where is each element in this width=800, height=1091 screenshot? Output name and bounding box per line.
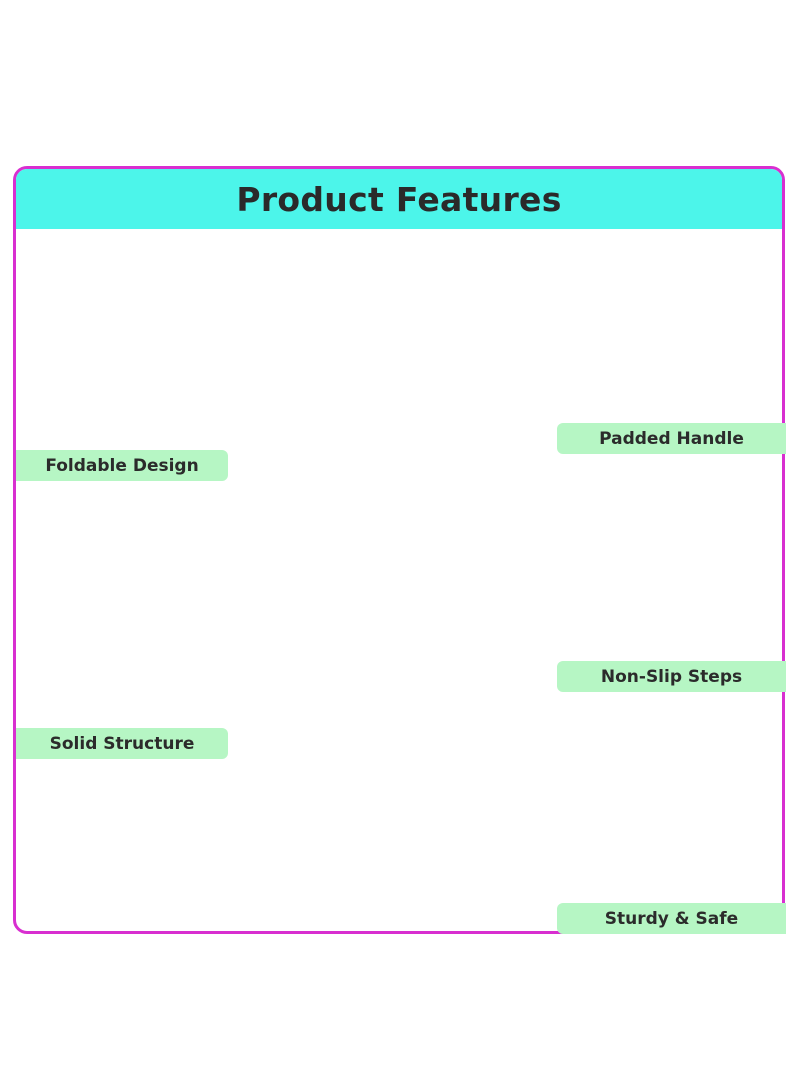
solid-structure-label: Solid Structure	[16, 728, 228, 759]
title-banner: Product Features	[16, 169, 782, 229]
sturdy-safe-label: Sturdy & Safe	[557, 903, 786, 934]
page-title: Product Features	[236, 179, 562, 219]
foldable-design-label: Foldable Design	[16, 450, 228, 481]
non-slip-steps-label: Non-Slip Steps	[557, 661, 786, 692]
features-frame: Product Features	[13, 166, 785, 934]
padded-handle-label: Padded Handle	[557, 423, 786, 454]
